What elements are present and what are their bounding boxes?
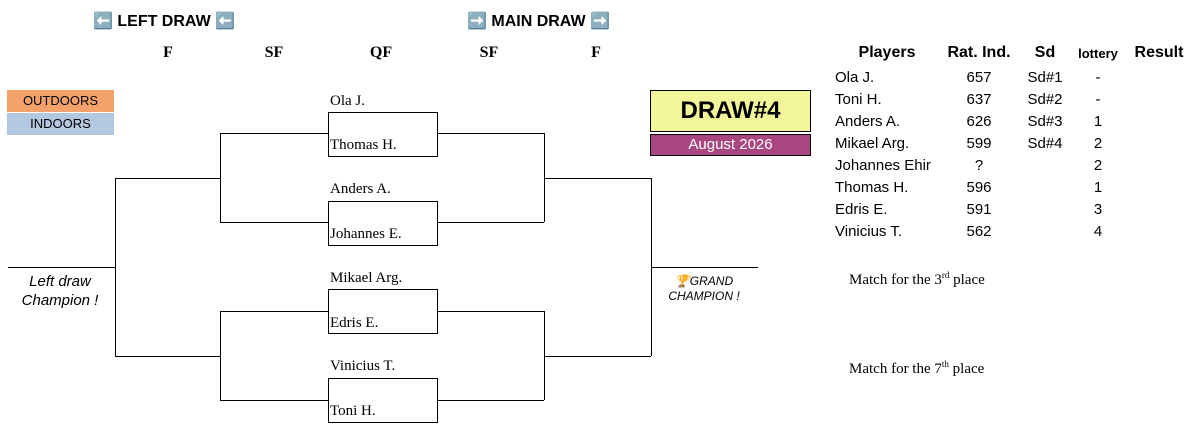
legend-indoors: INDOORS xyxy=(7,113,114,135)
table-cell-rating: 599 xyxy=(966,135,992,152)
draw-date: August 2026 xyxy=(650,134,811,156)
round-label-left-semifinal: SF xyxy=(264,44,284,61)
qf-player: Ola J. xyxy=(330,93,365,109)
table-cell-rating: 657 xyxy=(966,69,992,86)
qf-player: Anders A. xyxy=(330,181,391,197)
table-cell-rating: 626 xyxy=(966,113,992,130)
match-seventh-place: Match for the 7th place xyxy=(849,359,985,377)
qf-match-box xyxy=(328,112,438,157)
draw-title: DRAW#4 xyxy=(650,90,811,132)
round-label-quarterfinal: QF xyxy=(369,44,393,61)
qf-player: Mikael Arg. xyxy=(330,270,403,286)
qf-player: Johannes E. xyxy=(330,226,402,242)
table-cell-player: Thomas H. xyxy=(835,179,909,196)
table-cell-player: Mikael Arg. xyxy=(835,135,910,152)
table-header-players: Players xyxy=(858,44,916,61)
table-cell-player: Toni H. xyxy=(835,91,882,108)
table-cell-lottery: - xyxy=(1095,69,1101,86)
qf-match-box xyxy=(328,289,438,334)
table-cell-rating: 562 xyxy=(966,223,992,240)
table-header-lottery: lottery xyxy=(1078,46,1118,61)
table-cell-lottery: 1 xyxy=(1093,113,1103,130)
table-cell-lottery: 1 xyxy=(1093,179,1103,196)
table-header-result: Result xyxy=(1134,44,1184,61)
match-third-place: Match for the 3rd place xyxy=(849,270,985,288)
grand-champion-label: 🏆GRAND CHAMPION ! xyxy=(668,274,740,303)
table-cell-lottery: 3 xyxy=(1093,201,1103,218)
table-cell-player: Vinicius T. xyxy=(835,223,902,240)
left-draw-header: ⬅️ LEFT DRAW ⬅️ xyxy=(93,13,236,30)
table-header-rating: Rat. Ind. xyxy=(947,44,1011,61)
qf-player: Toni H. xyxy=(330,403,376,419)
table-cell-lottery: 4 xyxy=(1093,223,1103,240)
table-cell-seed: Sd#4 xyxy=(1027,135,1063,152)
table-cell-player: Edris E. xyxy=(835,201,888,218)
qf-player: Thomas H. xyxy=(330,137,397,153)
table-cell-seed: Sd#2 xyxy=(1027,91,1063,108)
qf-match-box xyxy=(328,378,438,423)
round-label-right-semifinal: SF xyxy=(479,44,499,61)
qf-player: Vinicius T. xyxy=(330,358,396,374)
table-cell-rating: 596 xyxy=(966,179,992,196)
table-cell-seed: Sd#3 xyxy=(1027,113,1063,130)
table-header-seed: Sd xyxy=(1034,44,1056,61)
table-cell-rating: 637 xyxy=(966,91,992,108)
table-cell-rating: ? xyxy=(974,157,984,174)
table-cell-seed: Sd#1 xyxy=(1027,69,1063,86)
table-cell-player: Ola J. xyxy=(835,69,875,86)
main-draw-header: ➡️ MAIN DRAW ➡️ xyxy=(467,13,610,30)
table-cell-lottery: - xyxy=(1095,91,1101,108)
table-cell-lottery: 2 xyxy=(1093,135,1103,152)
table-cell-rating: 591 xyxy=(966,201,992,218)
table-cell-lottery: 2 xyxy=(1093,157,1103,174)
qf-player: Edris E. xyxy=(330,315,379,331)
legend-outdoors: OUTDOORS xyxy=(7,90,114,112)
table-cell-player: Johannes Ehir xyxy=(835,157,931,174)
table-cell-player: Anders A. xyxy=(835,113,901,130)
qf-match-box xyxy=(328,201,438,246)
round-label-right-final: F xyxy=(591,44,601,61)
left-draw-champion-label: Left draw Champion ! xyxy=(21,273,99,309)
round-label-left-final: F xyxy=(163,44,173,61)
